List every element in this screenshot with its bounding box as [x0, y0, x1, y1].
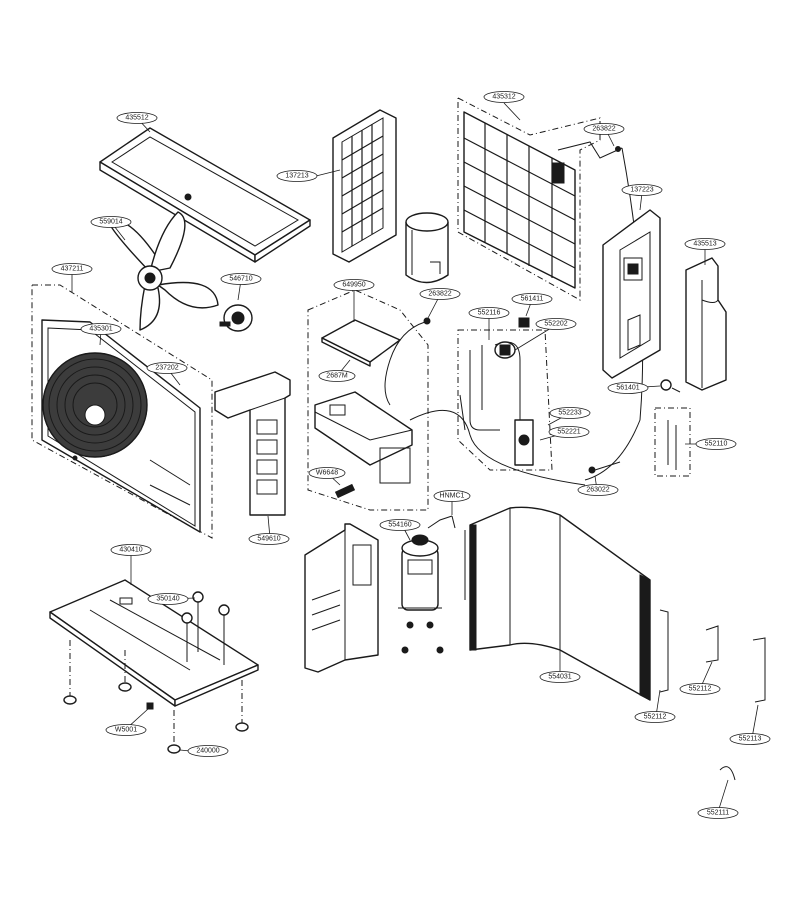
svg-text:552112: 552112 — [689, 686, 712, 693]
svg-text:552221: 552221 — [557, 429, 580, 436]
callout-2687m: 2687M — [318, 370, 356, 382]
front-panel — [31, 284, 213, 539]
side-cover-435513 — [685, 257, 727, 391]
callout-137213: 137213 — [276, 170, 318, 182]
svg-text:435513: 435513 — [693, 241, 716, 248]
service-valve — [660, 379, 681, 393]
fan-motor — [219, 304, 253, 332]
svg-text:546710: 546710 — [229, 276, 252, 283]
svg-text:552233: 552233 — [558, 410, 581, 417]
callout-435312: 435312 — [483, 91, 525, 103]
fan-propeller — [107, 211, 219, 331]
svg-text:263822: 263822 — [592, 126, 615, 133]
side-grille-137213 — [332, 109, 397, 263]
callout-240000: 240000 — [187, 745, 229, 757]
callout-435513: 435513 — [684, 238, 726, 250]
svg-text:554031: 554031 — [548, 674, 571, 681]
svg-text:263022: 263022 — [586, 487, 609, 494]
refrigerant-pipe-assembly — [457, 329, 553, 471]
pipe-552111 — [719, 766, 736, 781]
svg-text:559014: 559014 — [99, 219, 122, 226]
svg-text:137223: 137223 — [630, 187, 653, 194]
callout-552110: 552110 — [695, 438, 737, 450]
connector-561411 — [518, 317, 530, 328]
svg-text:649950: 649950 — [342, 282, 365, 289]
callout-552112-right: 552112 — [679, 683, 721, 695]
svg-text:435512: 435512 — [125, 115, 148, 122]
callout-435512: 435512 — [116, 112, 158, 124]
callout-559014: 559014 — [90, 216, 132, 228]
callout-430410: 430410 — [110, 544, 152, 556]
svg-text:549610: 549610 — [257, 536, 280, 543]
callout-w6648: W6648 — [308, 467, 346, 479]
svg-text:W5001: W5001 — [115, 727, 137, 734]
svg-text:554160: 554160 — [388, 522, 411, 529]
svg-text:552113: 552113 — [739, 736, 762, 743]
callout-437211: 437211 — [51, 263, 93, 275]
pipe-552113 — [752, 637, 766, 703]
callout-554031: 554031 — [539, 671, 581, 683]
svg-text:430410: 430410 — [119, 547, 142, 554]
compressor-jacket — [405, 212, 449, 284]
pipe-552112 — [705, 625, 719, 663]
svg-text:2687M: 2687M — [326, 373, 348, 380]
svg-text:552202: 552202 — [544, 321, 567, 328]
svg-text:W6648: W6648 — [316, 470, 338, 477]
callout-552112-left: 552112 — [634, 711, 676, 723]
svg-text:435301: 435301 — [89, 326, 112, 333]
divider-panel — [304, 523, 379, 673]
callout-552116: 552116 — [468, 307, 510, 319]
svg-text:263822: 263822 — [428, 291, 451, 298]
svg-text:240000: 240000 — [196, 748, 219, 755]
sensor-bracket-552110 — [654, 407, 691, 477]
side-panel-137223 — [602, 209, 661, 379]
condenser-coil — [469, 506, 669, 701]
svg-text:552110: 552110 — [705, 441, 728, 448]
svg-text:552111: 552111 — [707, 810, 729, 817]
base-pan — [49, 579, 259, 707]
callout-237202: 237202 — [146, 362, 188, 374]
callout-554160: 554160 — [379, 519, 421, 531]
callout-649950: 649950 — [333, 279, 375, 291]
callout-435301: 435301 — [80, 323, 122, 335]
svg-text:350140: 350140 — [156, 596, 179, 603]
callout-263822-mid: 263822 — [419, 288, 461, 300]
rear-grille-435312 — [457, 97, 601, 301]
svg-text:437211: 437211 — [61, 266, 84, 273]
svg-text:237202: 237202 — [155, 365, 178, 372]
callout-552202: 552202 — [535, 318, 577, 330]
callout-552113: 552113 — [729, 733, 771, 745]
callout-263822-top: 263822 — [583, 123, 625, 135]
compressor — [398, 530, 466, 654]
callout-546710: 546710 — [220, 273, 262, 285]
svg-text:137213: 137213 — [285, 173, 308, 180]
callout-561411: 561411 — [511, 293, 553, 305]
svg-text:561401: 561401 — [616, 385, 639, 392]
callout-263022: 263022 — [577, 484, 619, 496]
svg-text:552112: 552112 — [644, 714, 667, 721]
control-box-group — [307, 289, 429, 511]
svg-text:552116: 552116 — [478, 310, 501, 317]
svg-text:561411: 561411 — [521, 296, 544, 303]
partition-bracket — [214, 371, 291, 516]
callout-552233: 552233 — [549, 407, 591, 419]
svg-text:HNMC1: HNMC1 — [440, 493, 465, 500]
svg-text:435312: 435312 — [492, 94, 515, 101]
callout-561401: 561401 — [607, 382, 649, 394]
callout-hnmc1: HNMC1 — [433, 490, 471, 502]
callout-549610: 549610 — [248, 533, 290, 545]
callout-137223: 137223 — [621, 184, 663, 196]
callout-552111: 552111 — [697, 807, 739, 819]
rubber-feet — [63, 640, 249, 754]
callout-w5001: W5001 — [105, 724, 147, 736]
callout-350140: 350140 — [147, 593, 189, 605]
callout-552221: 552221 — [548, 426, 590, 438]
connector-hnmc1 — [427, 515, 456, 529]
